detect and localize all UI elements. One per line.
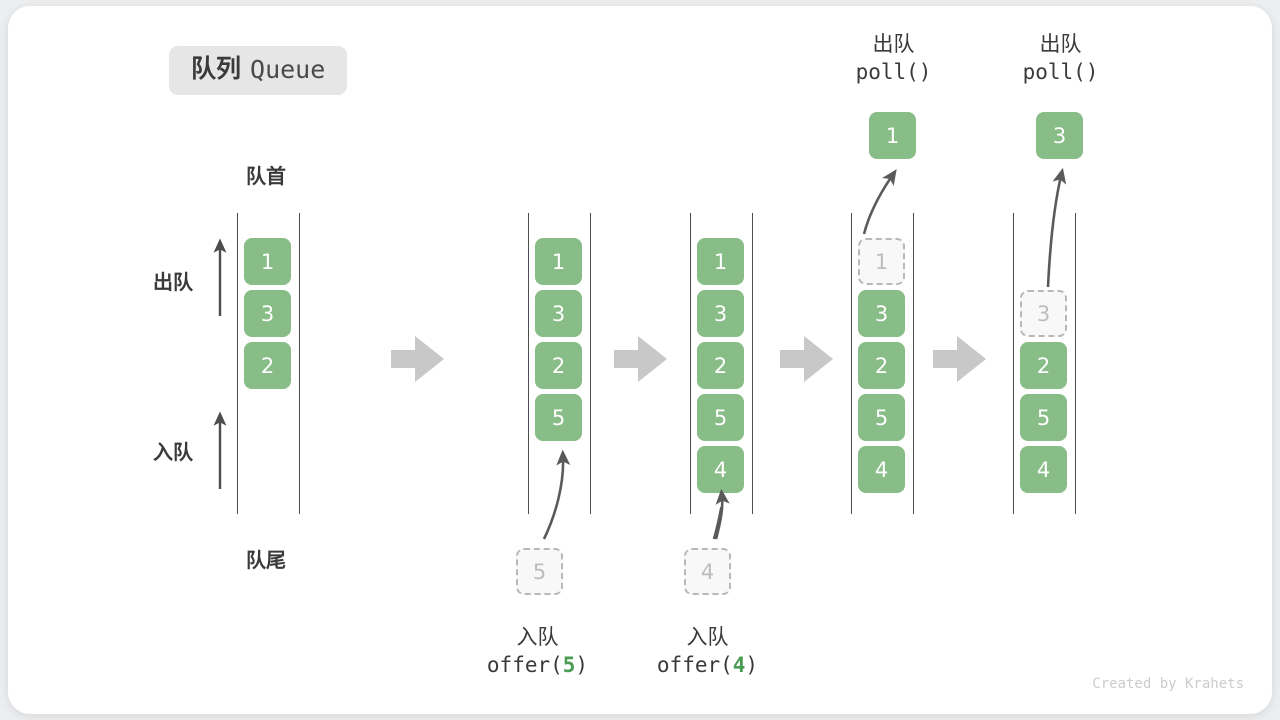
code-prefix: offer( — [486, 652, 563, 677]
label-dequeue: 出队 — [153, 272, 193, 294]
code-suffix: ) — [918, 59, 932, 84]
queue-rail-left-5 — [1013, 213, 1014, 514]
outgoing-cell: 1 — [869, 112, 916, 159]
queue-rail-left-4 — [851, 213, 852, 514]
queue-cell: 2 — [697, 342, 744, 389]
transition-arrow — [933, 336, 986, 382]
queue-rail-right-2 — [590, 213, 591, 514]
credit-text: Created by Krahets — [1092, 676, 1244, 692]
caption-code: offer(5) — [460, 652, 615, 679]
code-prefix: offer( — [656, 652, 733, 677]
queue-cell: 2 — [244, 342, 291, 389]
queue-rail-right-5 — [1075, 213, 1076, 514]
queue-rail-left-2 — [528, 213, 529, 514]
queue-cell: 1 — [244, 238, 291, 285]
title-en: Queue — [250, 55, 326, 84]
label-queue-rear: 队尾 — [246, 550, 286, 572]
queue-cell-ghost: 3 — [1020, 290, 1067, 337]
code-prefix: poll( — [1022, 59, 1086, 84]
queue-cell: 4 — [697, 446, 744, 493]
incoming-ghost-cell: 5 — [516, 548, 563, 595]
queue-cell: 3 — [535, 290, 582, 337]
queue-cell-ghost: 1 — [858, 238, 905, 285]
caption-code: poll() — [983, 59, 1138, 86]
transition-arrow — [614, 336, 667, 382]
label-queue-front: 队首 — [246, 166, 286, 188]
dequeue-curve-arrow — [862, 169, 897, 235]
queue-cell: 2 — [858, 342, 905, 389]
caption-cn: 出队 — [872, 33, 915, 56]
queue-rail-left-1 — [237, 213, 238, 514]
enqueue-curve-arrow — [712, 488, 730, 540]
queue-rail-right-1 — [299, 213, 300, 514]
transition-arrow — [780, 336, 833, 382]
queue-cell: 3 — [858, 290, 905, 337]
queue-cell: 3 — [697, 290, 744, 337]
code-suffix: ) — [745, 652, 759, 677]
code-prefix: poll( — [855, 59, 919, 84]
diagram-card: 队列 Queue 队首 队尾 出队 入队 1 3 2 1 3 2 5 5 入队 o… — [8, 6, 1272, 714]
caption-cn: 入队 — [686, 626, 729, 649]
queue-cell: 1 — [697, 238, 744, 285]
caption-offer-4: 入队 offer(4) — [630, 625, 785, 679]
caption-poll-1: 出队 poll() — [816, 32, 971, 86]
caption-code: offer(4) — [630, 652, 785, 679]
queue-cell: 3 — [244, 290, 291, 337]
page-title: 队列 Queue — [169, 46, 348, 95]
queue-rail-right-4 — [913, 213, 914, 514]
code-suffix: ) — [1085, 59, 1099, 84]
queue-cell: 5 — [858, 394, 905, 441]
diagram-stage: 队列 Queue 队首 队尾 出队 入队 1 3 2 1 3 2 5 5 入队 o… — [8, 6, 1272, 714]
caption-offer-5: 入队 offer(5) — [460, 625, 615, 679]
queue-rail-right-3 — [752, 213, 753, 514]
code-arg: 4 — [732, 652, 746, 677]
queue-cell: 4 — [1020, 446, 1067, 493]
incoming-ghost-cell: 4 — [684, 548, 731, 595]
code-arg: 5 — [562, 652, 576, 677]
queue-cell: 5 — [697, 394, 744, 441]
caption-cn: 入队 — [516, 626, 559, 649]
transition-arrow — [391, 336, 444, 382]
caption-code: poll() — [816, 59, 971, 86]
queue-cell: 2 — [535, 342, 582, 389]
queue-cell: 4 — [858, 446, 905, 493]
title-cn: 队列 — [191, 55, 242, 83]
queue-rail-left-3 — [690, 213, 691, 514]
queue-cell: 2 — [1020, 342, 1067, 389]
queue-cell: 1 — [535, 238, 582, 285]
caption-poll-3: 出队 poll() — [983, 32, 1138, 86]
outgoing-cell: 3 — [1036, 112, 1083, 159]
queue-cell: 5 — [535, 394, 582, 441]
arrow-overlay — [213, 167, 1067, 540]
enqueue-curve-arrow — [542, 449, 571, 540]
dequeue-curve-arrow — [1046, 167, 1067, 288]
caption-cn: 出队 — [1039, 33, 1082, 56]
label-enqueue: 入队 — [153, 442, 193, 464]
queue-cell: 5 — [1020, 394, 1067, 441]
code-suffix: ) — [575, 652, 589, 677]
